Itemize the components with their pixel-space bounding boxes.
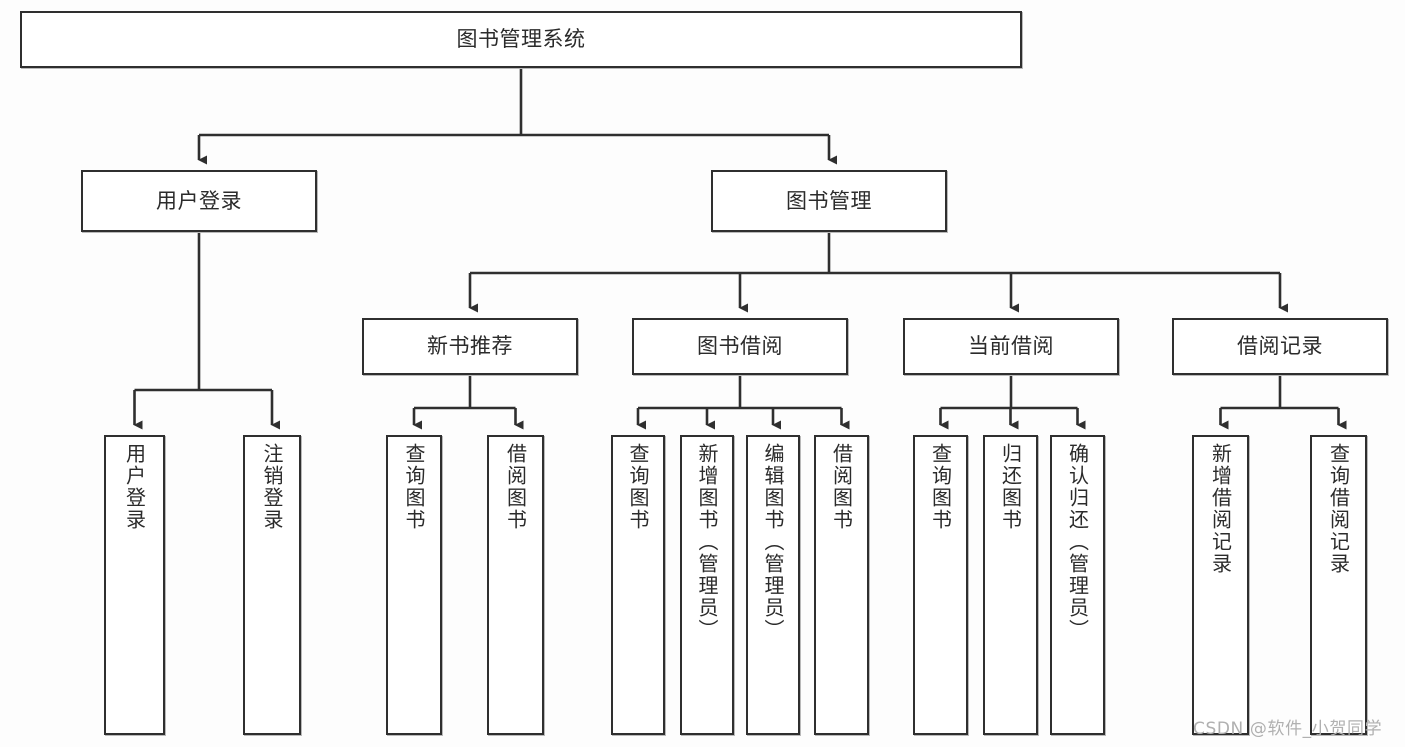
node-new-book-recommend[interactable]: 新书推荐 <box>362 318 578 375</box>
node-label-root: 图书管理系统 <box>456 27 586 52</box>
node-label-new-book-recommend: 新书推荐 <box>427 334 513 359</box>
node-label-leaf-query-book-2: 查询图书 <box>626 443 650 531</box>
node-label-leaf-confirm-return-admin: 确认归还（管理员） <box>1065 443 1090 641</box>
node-label-user-login: 用户登录 <box>156 188 242 213</box>
node-leaf-query-book-3[interactable]: 查询图书 <box>913 435 968 735</box>
node-label-current-borrow: 当前借阅 <box>968 334 1054 359</box>
node-leaf-query-borrow-record[interactable]: 查询借阅记录 <box>1310 435 1367 735</box>
node-leaf-borrow-book-1[interactable]: 借阅图书 <box>487 435 544 735</box>
node-user-login[interactable]: 用户登录 <box>81 170 317 232</box>
node-leaf-return-book[interactable]: 归还图书 <box>983 435 1038 735</box>
node-root[interactable]: 图书管理系统 <box>20 11 1022 68</box>
node-label-leaf-user-login: 用户登录 <box>122 443 147 531</box>
node-label-book-manage: 图书管理 <box>786 188 872 213</box>
node-label-leaf-borrow-book-2: 借阅图书 <box>829 443 854 531</box>
node-current-borrow[interactable]: 当前借阅 <box>903 318 1119 375</box>
node-leaf-logout[interactable]: 注销登录 <box>243 435 301 735</box>
node-leaf-query-book-1[interactable]: 查询图书 <box>386 435 442 735</box>
node-borrow-record[interactable]: 借阅记录 <box>1172 318 1388 375</box>
node-label-leaf-query-book-1: 查询图书 <box>402 443 426 531</box>
node-leaf-edit-book-admin[interactable]: 编辑图书（管理员） <box>746 435 800 735</box>
node-label-leaf-borrow-book-1: 借阅图书 <box>503 443 528 531</box>
node-leaf-add-borrow-record[interactable]: 新增借阅记录 <box>1192 435 1249 735</box>
node-leaf-confirm-return-admin[interactable]: 确认归还（管理员） <box>1050 435 1105 735</box>
node-leaf-borrow-book-2[interactable]: 借阅图书 <box>814 435 869 735</box>
node-label-leaf-return-book: 归还图书 <box>998 443 1023 531</box>
node-book-manage[interactable]: 图书管理 <box>711 170 947 232</box>
node-label-borrow-record: 借阅记录 <box>1237 334 1323 359</box>
node-book-borrow[interactable]: 图书借阅 <box>632 318 848 375</box>
node-label-leaf-query-borrow-record: 查询借阅记录 <box>1326 443 1351 575</box>
node-leaf-add-book-admin[interactable]: 新增图书（管理员） <box>680 435 734 735</box>
node-label-leaf-add-book-admin: 新增图书（管理员） <box>695 443 719 641</box>
node-label-leaf-logout: 注销登录 <box>260 443 284 531</box>
node-leaf-query-book-2[interactable]: 查询图书 <box>611 435 665 735</box>
csdn-watermark: CSDN @软件_小贺同学 <box>1193 719 1383 739</box>
node-leaf-user-login[interactable]: 用户登录 <box>104 435 165 735</box>
node-label-leaf-add-borrow-record: 新增借阅记录 <box>1208 443 1233 575</box>
node-label-leaf-query-book-3: 查询图书 <box>928 443 953 531</box>
node-label-leaf-edit-book-admin: 编辑图书（管理员） <box>761 443 785 641</box>
node-label-book-borrow: 图书借阅 <box>697 334 783 359</box>
